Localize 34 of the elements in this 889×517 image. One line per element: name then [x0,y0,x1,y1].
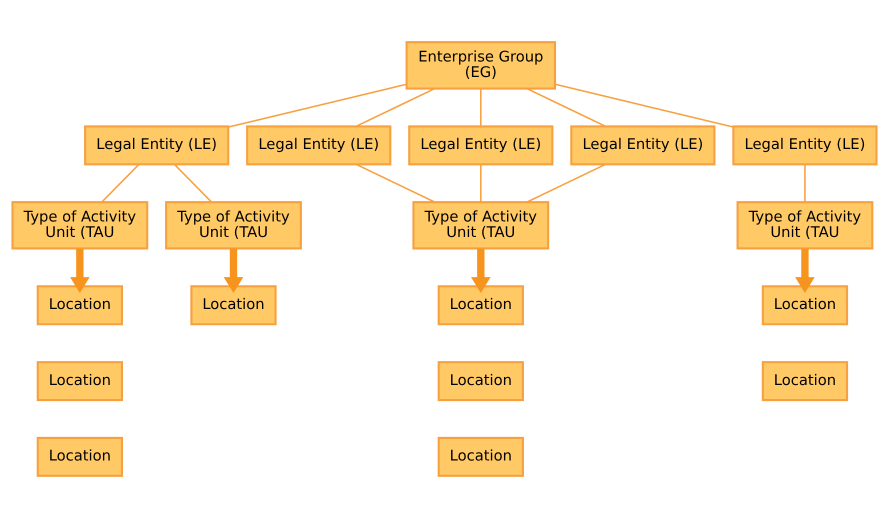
node-box: Legal Entity (LE) [732,124,878,165]
connector [480,164,482,202]
node-box: Legal Entity (LE) [84,124,230,165]
node-box: Location [36,436,123,476]
node-box: Location [36,284,123,325]
node-box: Location [438,436,524,476]
node-box: Location [190,284,277,325]
connector [804,164,806,202]
arrow [795,248,815,293]
connector [554,83,734,128]
node-box: Location [438,360,524,401]
arrow [70,248,90,293]
node-box: Legal Entity (LE) [570,124,716,165]
node-box: Legal Entity (LE) [408,124,554,165]
node-box: Legal Entity (LE) [246,124,392,165]
connector [101,163,140,202]
node-box: Location [762,284,848,325]
arrow [471,248,491,293]
arrow [224,248,244,293]
node-box: Type of Activity Unit (TAU [736,200,874,250]
connector [174,163,212,202]
connector [526,87,606,127]
connector [480,88,482,126]
connector [526,163,606,202]
connector [356,87,436,127]
node-box: Location [36,360,123,401]
node-box: Location [438,284,524,325]
node-box: Enterprise Group (EG) [406,40,556,90]
node-box: Type of Activity Unit (TAU [165,200,302,250]
connector [356,163,436,202]
node-box: Type of Activity Unit (TAU [11,200,148,250]
node-box: Type of Activity Unit (TAU [412,200,550,250]
node-box: Location [762,360,848,401]
connector [228,83,407,128]
